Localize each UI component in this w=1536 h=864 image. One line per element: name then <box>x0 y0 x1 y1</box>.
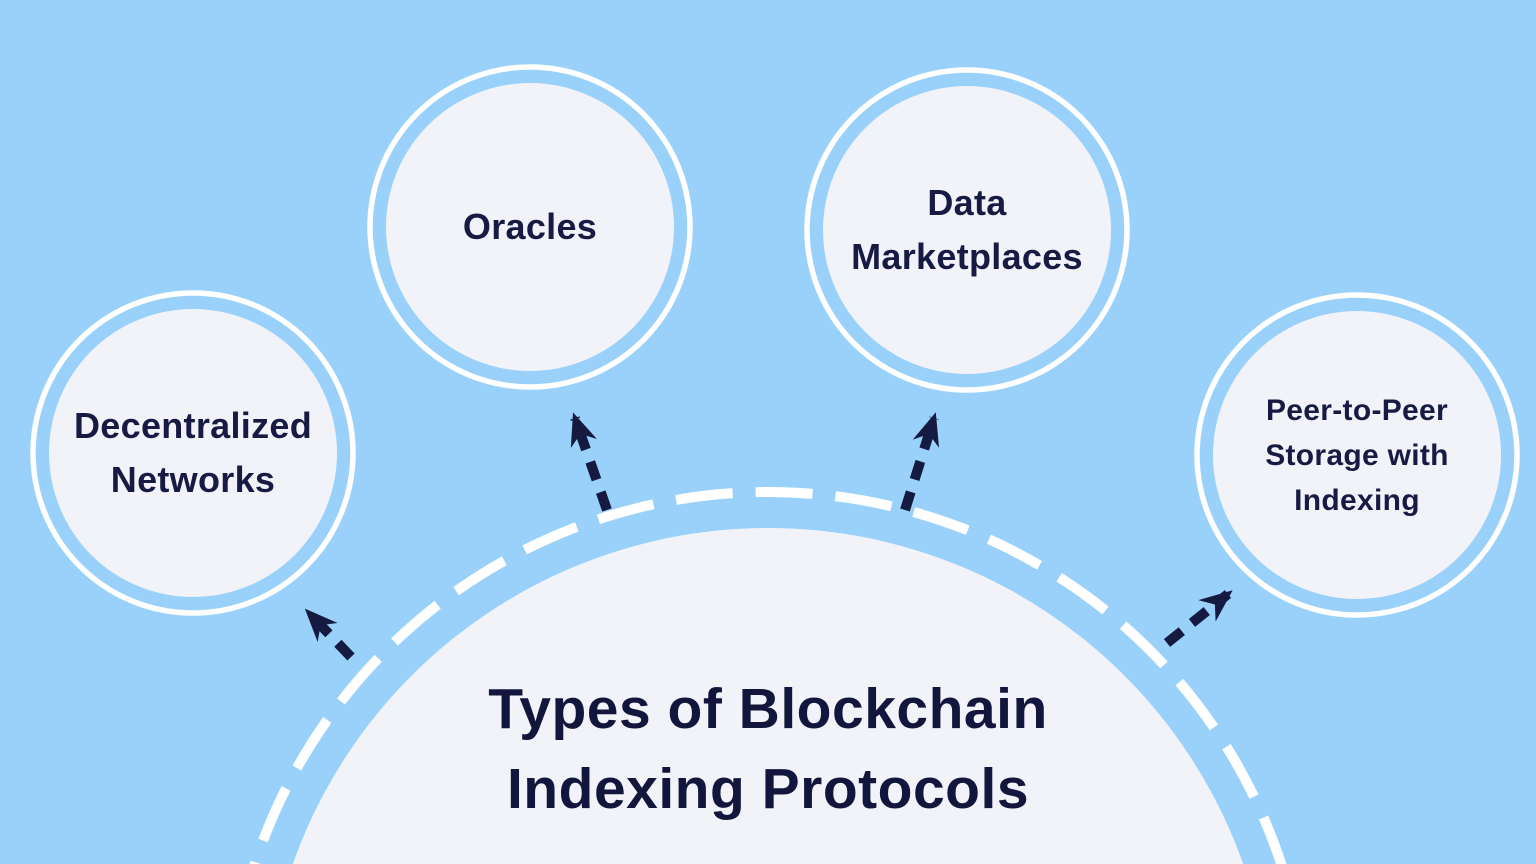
node-circle-peer-to-peer-storage <box>1213 311 1501 599</box>
central-dashed-arc <box>249 487 1287 864</box>
central-circle <box>292 528 1244 864</box>
node-data-marketplaces <box>804 67 1130 393</box>
node-ring-decentralized-networks <box>30 290 356 616</box>
node-ring-oracles <box>367 64 693 390</box>
arrow-to-peer-to-peer-storage <box>1163 590 1233 647</box>
node-circle-data-marketplaces <box>823 86 1111 374</box>
arrow-to-decentralized-networks <box>304 608 355 661</box>
node-oracles <box>367 64 693 390</box>
node-decentralized-networks <box>30 290 356 616</box>
arrow-to-data-marketplaces <box>900 412 940 512</box>
node-circle-oracles <box>386 83 674 371</box>
arrow-to-oracles <box>570 412 612 512</box>
node-ring-peer-to-peer-storage <box>1194 292 1520 618</box>
node-circle-decentralized-networks <box>49 309 337 597</box>
node-peer-to-peer-storage <box>1194 292 1520 618</box>
node-ring-data-marketplaces <box>804 67 1130 393</box>
